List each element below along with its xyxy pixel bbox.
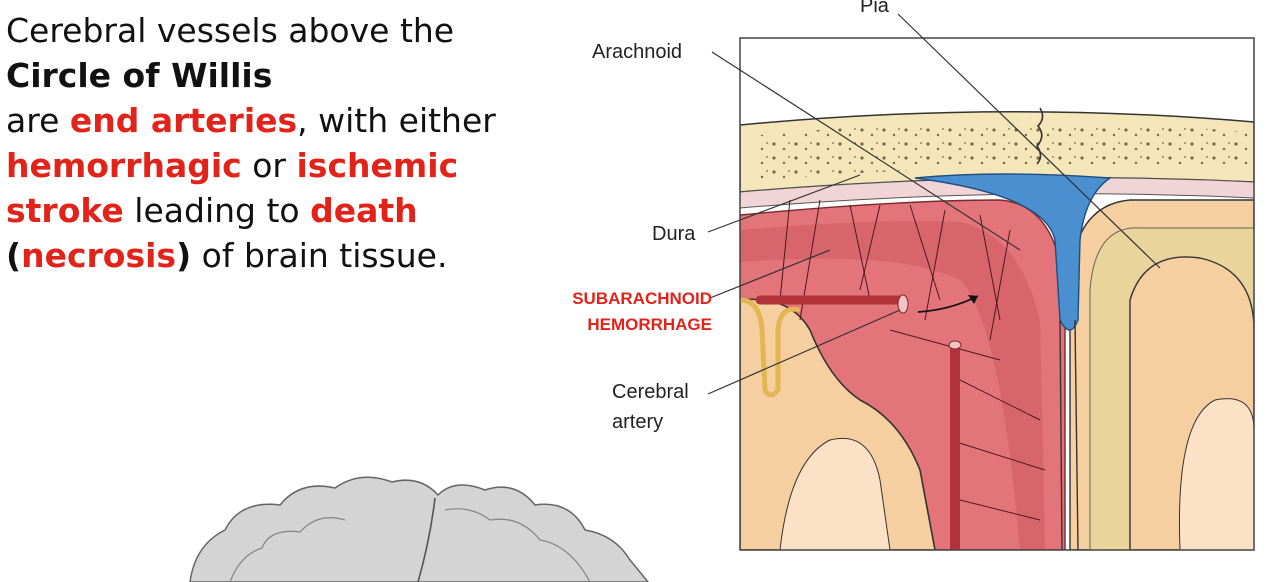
label-cerebral-line1: Cerebral [612, 381, 689, 403]
label-sah-line2: HEMORRHAGE [587, 315, 712, 334]
diagram-illustration [740, 38, 1254, 550]
label-arachnoid: Arachnoid [592, 41, 682, 63]
artery-cross-section [949, 341, 961, 349]
label-cerebral-line2: artery [612, 411, 663, 433]
label-sah-line1: SUBARACHNOID [572, 289, 712, 308]
label-dura: Dura [652, 223, 696, 245]
label-pia: Pia [860, 0, 890, 17]
